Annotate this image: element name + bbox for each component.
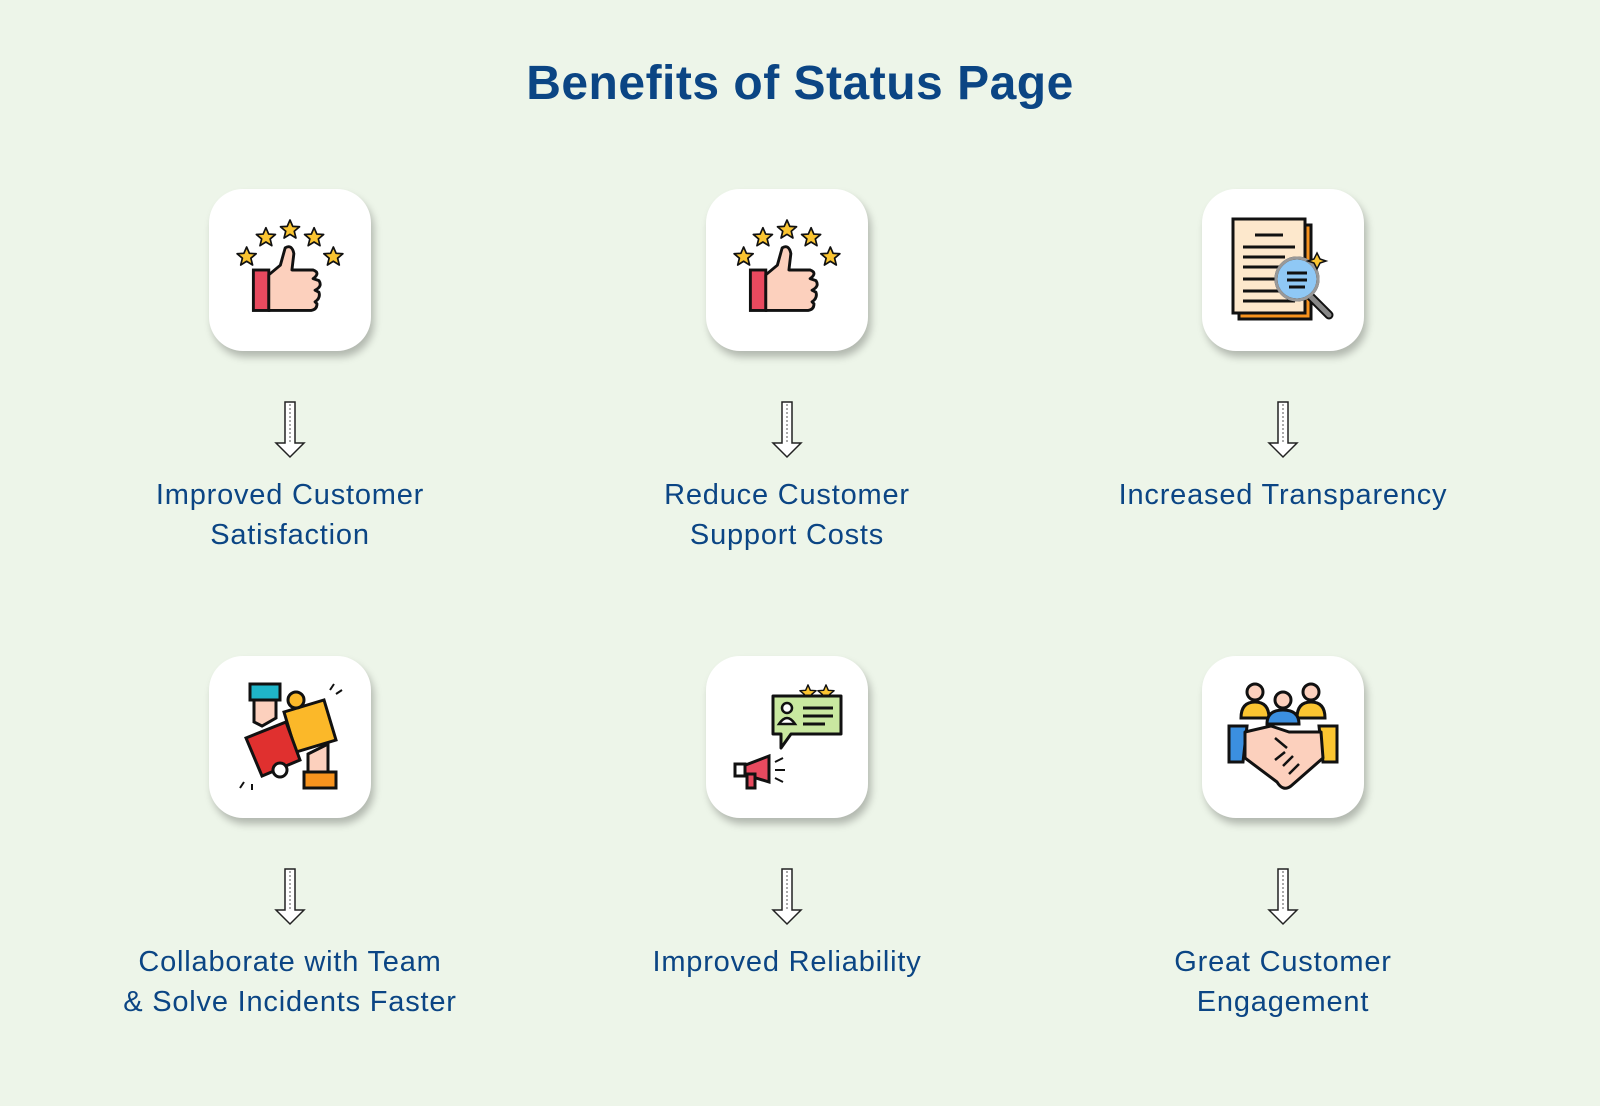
benefit-collaborate-with-team: Collaborate with Team& Solve Incidents F… — [60, 656, 520, 1022]
icon-card — [706, 656, 868, 818]
down-arrow-icon — [771, 868, 803, 926]
benefit-label: Improved Reliability — [652, 946, 922, 978]
down-arrow-icon — [274, 868, 306, 926]
handshake-team-icon — [1227, 682, 1339, 790]
document-magnifier-icon — [1231, 217, 1334, 321]
benefit-improved-reliability: Improved Reliability — [557, 656, 1017, 982]
down-arrow-icon — [771, 401, 803, 459]
down-arrow-icon — [1267, 868, 1299, 926]
down-arrow-icon — [274, 401, 306, 459]
benefit-increased-transparency: Increased Transparency — [1053, 189, 1513, 515]
megaphone-review-icon — [733, 684, 843, 790]
icon-card — [1202, 656, 1364, 818]
puzzle-hands-icon — [239, 682, 343, 790]
benefit-label: Increased Transparency — [1118, 479, 1448, 511]
icon-card — [209, 189, 371, 351]
thumbs-up-stars-icon — [729, 217, 845, 323]
benefit-label: Collaborate with Team& Solve Incidents F… — [123, 946, 457, 1018]
down-arrow-icon — [1267, 401, 1299, 459]
thumbs-up-stars-icon — [232, 217, 348, 323]
icon-card — [706, 189, 868, 351]
icon-card — [209, 656, 371, 818]
page-title: Benefits of Status Page — [526, 57, 1074, 110]
icon-card — [1202, 189, 1364, 351]
